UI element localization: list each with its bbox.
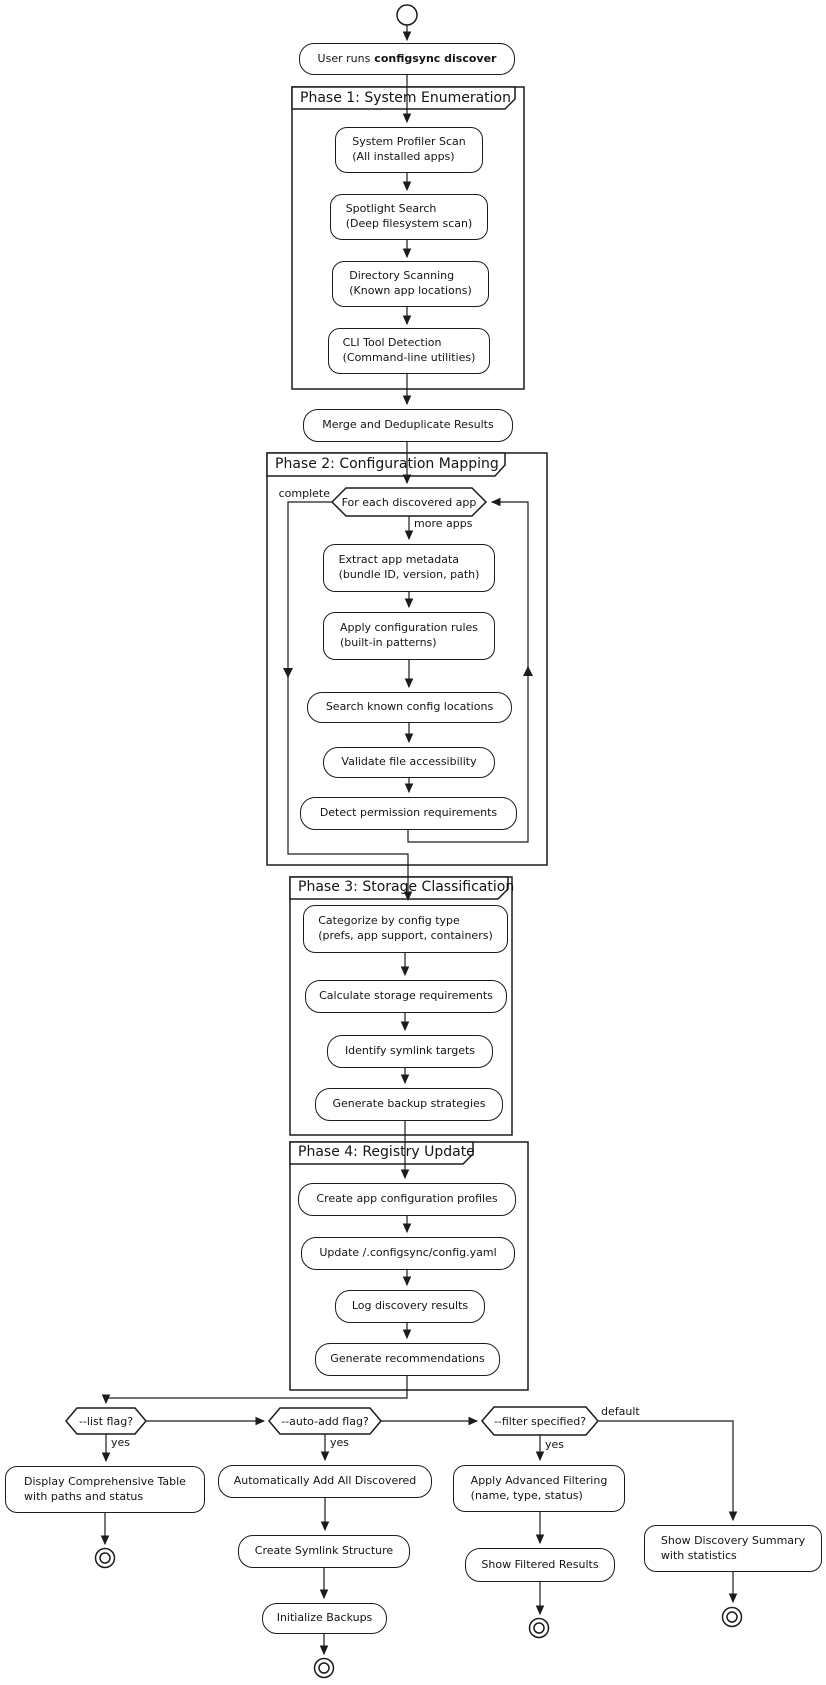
end-node-auto-add: [313, 1657, 335, 1679]
activity-extract-app-metadata: Extract app metadata (bundle ID, version…: [323, 544, 495, 592]
loop-back-edge: [407, 497, 529, 843]
phase4-exit-edge: [101, 1376, 408, 1405]
loop-continue-label: more apps: [414, 517, 473, 530]
start-action-prefix: User runs: [317, 51, 371, 65]
activity-create-app-profiles: Create app configuration profiles: [298, 1183, 516, 1216]
partition-phase1-tab: [291, 86, 516, 110]
loop-condition-hexagon: [330, 487, 488, 517]
activity-merge-deduplicate: Merge and Deduplicate Results: [303, 409, 513, 442]
partition-phase3-tab: [289, 876, 509, 900]
loop-up-arrow: [523, 666, 533, 676]
decision-filter-specified-label: --filter specified?: [493, 1414, 587, 1428]
activity-show-filtered-results: Show Filtered Results: [465, 1548, 615, 1582]
end-node-list: [94, 1547, 116, 1569]
activity-show-discovery-summary: Show Discovery Summary with statistics: [644, 1525, 822, 1572]
activity-auto-add-all-discovered: Automatically Add All Discovered: [218, 1465, 432, 1498]
partition-phase4-tab: [289, 1141, 474, 1165]
activity-system-profiler-scan: System Profiler Scan (All installed apps…: [335, 127, 483, 173]
activity-display-comprehensive-table: Display Comprehensive Table with paths a…: [5, 1466, 205, 1513]
decision-filter-specified: [481, 1406, 599, 1436]
partition-title-phase3: Phase 3: Storage Classification: [298, 879, 515, 895]
activity-apply-configuration-rules: Apply configuration rules (built-in patt…: [323, 612, 495, 660]
activity-generate-backup-strategies: Generate backup strategies: [315, 1088, 503, 1121]
partition-phase2-tab: [266, 452, 506, 477]
activity-calculate-storage-requirements: Calculate storage requirements: [305, 980, 507, 1013]
loop-exit-edge: [287, 501, 413, 902]
activity-apply-advanced-filtering: Apply Advanced Filtering (name, type, st…: [453, 1465, 625, 1512]
activity-log-discovery-results: Log discovery results: [335, 1290, 485, 1323]
activity-detect-permission-requirements: Detect permission requirements: [300, 797, 517, 830]
end-node-default: [721, 1606, 743, 1628]
activity-validate-file-accessibility: Validate file accessibility: [323, 747, 495, 778]
activity-spotlight-search: Spotlight Search (Deep filesystem scan): [330, 194, 488, 240]
edge-label-yes-auto-add: yes: [330, 1436, 350, 1449]
decision-auto-add-flag-label: --auto-add flag?: [281, 1414, 369, 1428]
loop-exit-label: complete: [278, 487, 330, 500]
activity-initialize-backups: Initialize Backups: [262, 1603, 387, 1634]
partition-title-phase4: Phase 4: Registry Update: [298, 1144, 475, 1160]
decision-auto-add-flag: [268, 1407, 382, 1435]
activity-update-config-yaml: Update /.configsync/config.yaml: [301, 1237, 515, 1270]
default-branch-edge: [598, 1420, 738, 1522]
decision-list-flag-label: --list flag?: [78, 1414, 134, 1428]
edge-label-yes-filter: yes: [545, 1438, 565, 1451]
flow-edges: [100, 25, 738, 1656]
start-action-command: configsync discover: [374, 51, 497, 65]
loop-condition-label: For each discovered app: [341, 495, 477, 509]
partition-outlines: [266, 86, 548, 1391]
activity-cli-tool-detection: CLI Tool Detection (Command-line utiliti…: [328, 328, 490, 374]
edge-label-yes-list: yes: [111, 1436, 131, 1449]
activity-categorize-config-type: Categorize by config type (prefs, app su…: [303, 905, 508, 953]
start-node: [396, 4, 418, 26]
activity-identify-symlink-targets: Identify symlink targets: [327, 1035, 493, 1068]
partition-title-phase1: Phase 1: System Enumeration: [300, 90, 511, 106]
exit-down-arrow: [283, 668, 293, 678]
activity-create-symlink-structure: Create Symlink Structure: [238, 1535, 410, 1568]
decision-list-flag: [65, 1407, 147, 1435]
activity-generate-recommendations: Generate recommendations: [315, 1343, 500, 1376]
edge-label-default: default: [601, 1405, 640, 1418]
partition-title-phase2: Phase 2: Configuration Mapping: [275, 456, 499, 472]
end-node-filter: [528, 1617, 550, 1639]
activity-directory-scanning: Directory Scanning (Known app locations): [332, 261, 489, 307]
activity-search-config-locations: Search known config locations: [307, 692, 512, 723]
